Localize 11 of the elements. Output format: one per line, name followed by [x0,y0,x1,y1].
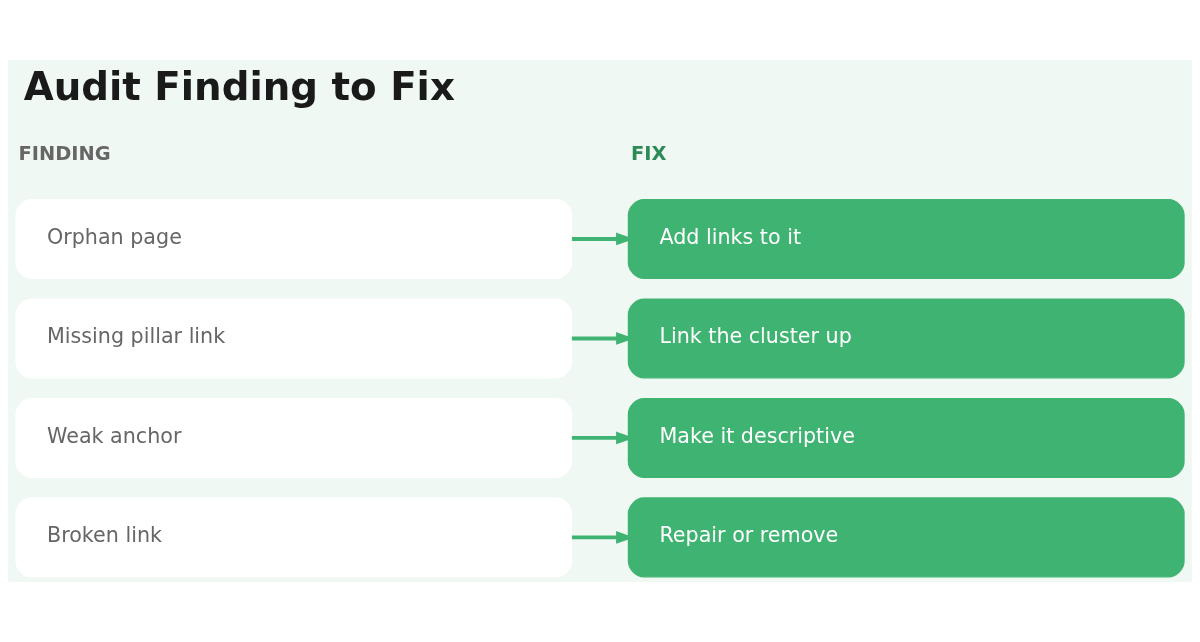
label: FINDING [18,141,111,165]
label: FIX [631,141,667,165]
diagram-title: Audit Finding to Fix [23,64,455,110]
node-box: Missing pillar link [15,298,573,379]
node-box: Make it descriptive [627,397,1185,478]
node-box: Add links to it [627,198,1185,279]
node-box: Orphan page [15,198,573,279]
node-box: Repair or remove [627,497,1185,578]
node-box: Link the cluster up [627,298,1185,379]
node-box: Broken link [15,497,573,578]
node-box: Weak anchor [15,397,573,478]
